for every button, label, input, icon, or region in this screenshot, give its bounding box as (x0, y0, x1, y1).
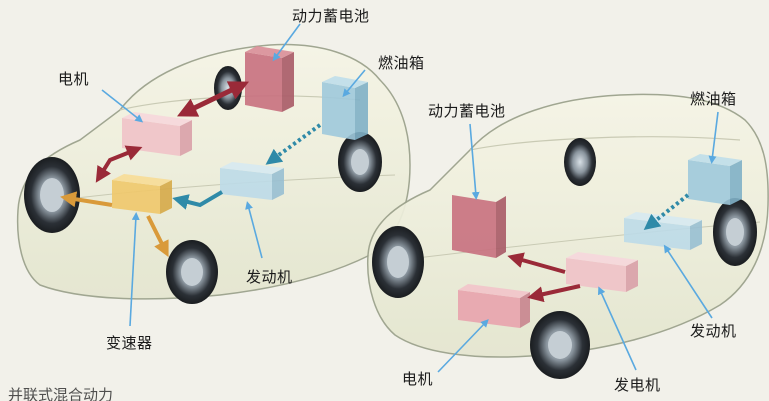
left-car-rear-right-wheel (338, 132, 382, 192)
leader-right-motor (437, 319, 489, 373)
label-left-battery: 动力蓄电池 (292, 7, 370, 25)
right-car-rear-top-wheel (564, 138, 596, 186)
leader-left-battery (272, 23, 301, 62)
right-fuel-tank-block (688, 154, 742, 205)
right-battery-block (452, 195, 506, 258)
left-car-body (16, 43, 411, 300)
left-engine-block (220, 162, 284, 200)
label-left-engine: 发动机 (246, 268, 293, 286)
left-arrow-fuel-engine (265, 123, 322, 165)
label-right-fuel-tank: 燃油箱 (690, 90, 737, 108)
leader-left-fuel-tank (342, 69, 366, 98)
right-arrow-fuel-engine (643, 193, 690, 230)
label-left-transmission: 变速器 (106, 334, 153, 352)
leader-right-fuel-tank (708, 111, 719, 164)
right-arrow-generator-motor (527, 284, 581, 303)
left-arrow-engine-transmission (172, 190, 224, 210)
leader-left-motor (101, 89, 144, 123)
left-arrow-motor-transmission (95, 145, 143, 183)
right-car (366, 93, 769, 379)
right-motor-block (458, 284, 530, 328)
right-car-rear-right-wheel (713, 198, 757, 266)
left-fuel-tank-block (322, 76, 368, 140)
leader-right-engine (663, 244, 713, 319)
right-car-rear-left-wheel (530, 311, 590, 379)
leader-right-generator (597, 286, 637, 371)
label-right-engine: 发动机 (690, 322, 737, 340)
left-car (16, 23, 411, 327)
label-right-battery: 动力蓄电池 (428, 102, 506, 120)
right-engine-block (624, 212, 702, 250)
right-arrow-battery-generator (507, 252, 566, 274)
label-left-fuel-tank: 燃油箱 (378, 54, 425, 72)
left-car-rear-left-wheel (166, 240, 218, 304)
label-right-generator: 发电机 (614, 376, 661, 394)
right-car-front-wheel (372, 226, 424, 298)
left-battery-block (245, 46, 294, 112)
left-transmission-block (112, 174, 172, 214)
left-car-front-wheel (24, 157, 80, 233)
left-arrow-transmission-rear-wheel (146, 215, 169, 258)
leader-left-transmission (129, 212, 140, 327)
label-right-motor: 电机 (402, 370, 434, 388)
right-generator-block (566, 252, 638, 292)
label-left-motor: 电机 (58, 70, 90, 88)
diagram-caption: 并联式混合动力 (8, 386, 114, 401)
leader-right-battery (469, 123, 480, 200)
left-arrow-transmission-front-wheel (60, 191, 113, 208)
leader-left-engine (245, 201, 263, 259)
left-arrow-battery-motor (176, 81, 250, 117)
